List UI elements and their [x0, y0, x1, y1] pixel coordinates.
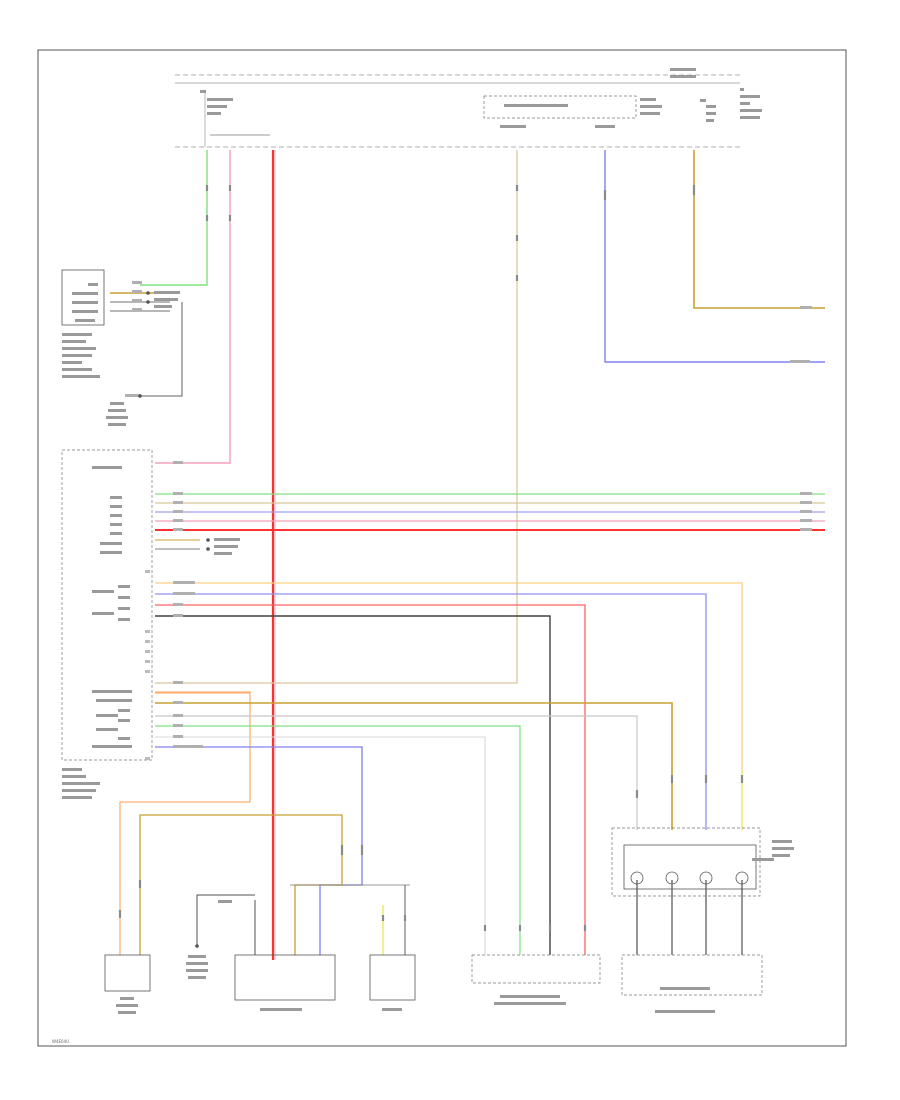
wire-brown-pret2 [155, 702, 673, 830]
wire-ticks [118, 185, 744, 931]
ground-label [186, 900, 232, 979]
connector-pins [630, 871, 749, 885]
clock-spring-connector-inner [623, 844, 757, 890]
connector-label [752, 840, 794, 861]
diagram-frame [37, 49, 847, 1047]
top-labels [200, 68, 762, 128]
clock-spring-connector [611, 827, 761, 897]
wire-blue-top [604, 150, 825, 363]
wire-green-sw [155, 725, 521, 955]
srs-pin-numbers [145, 570, 150, 760]
bottom-code: W4E04U [52, 1039, 69, 1044]
wire-red-long [155, 604, 586, 955]
passenger-module-text [62, 283, 128, 426]
wire-brown-top [693, 150, 825, 309]
wire-blue-tell [155, 746, 363, 955]
splice-dots [138, 291, 210, 948]
srs-module-pins [62, 466, 132, 799]
telltale-lamp-text [260, 1008, 302, 1011]
driver-airbag [621, 954, 763, 996]
relay-box [483, 95, 637, 119]
seat-belt-sensor-text [116, 997, 138, 1014]
passenger-airbag-text [494, 995, 566, 1005]
clock-spring-text [382, 1008, 402, 1011]
wire-brown-pret [119, 691, 251, 955]
wire-lightgray-sw [155, 736, 486, 955]
wire-color-tags [125, 281, 812, 748]
wire-pink [140, 150, 208, 286]
wire-ground-loop [140, 302, 183, 397]
wire-gray-sw [155, 715, 638, 830]
wire-blue-long [155, 593, 707, 830]
passenger-module [61, 269, 105, 326]
wire-orange-long [155, 582, 743, 770]
passenger-airbag [471, 954, 601, 984]
telltale-lamp [234, 954, 336, 1001]
wire-tan [155, 150, 518, 684]
srs-control-module [61, 449, 153, 761]
driver-airbag-text [655, 987, 715, 1013]
splice-labels [154, 291, 240, 555]
seat-belt-sensor [104, 954, 151, 992]
wire-dark-long [155, 615, 551, 955]
clock-spring [369, 954, 416, 1001]
wire-ground-seat [196, 894, 255, 946]
